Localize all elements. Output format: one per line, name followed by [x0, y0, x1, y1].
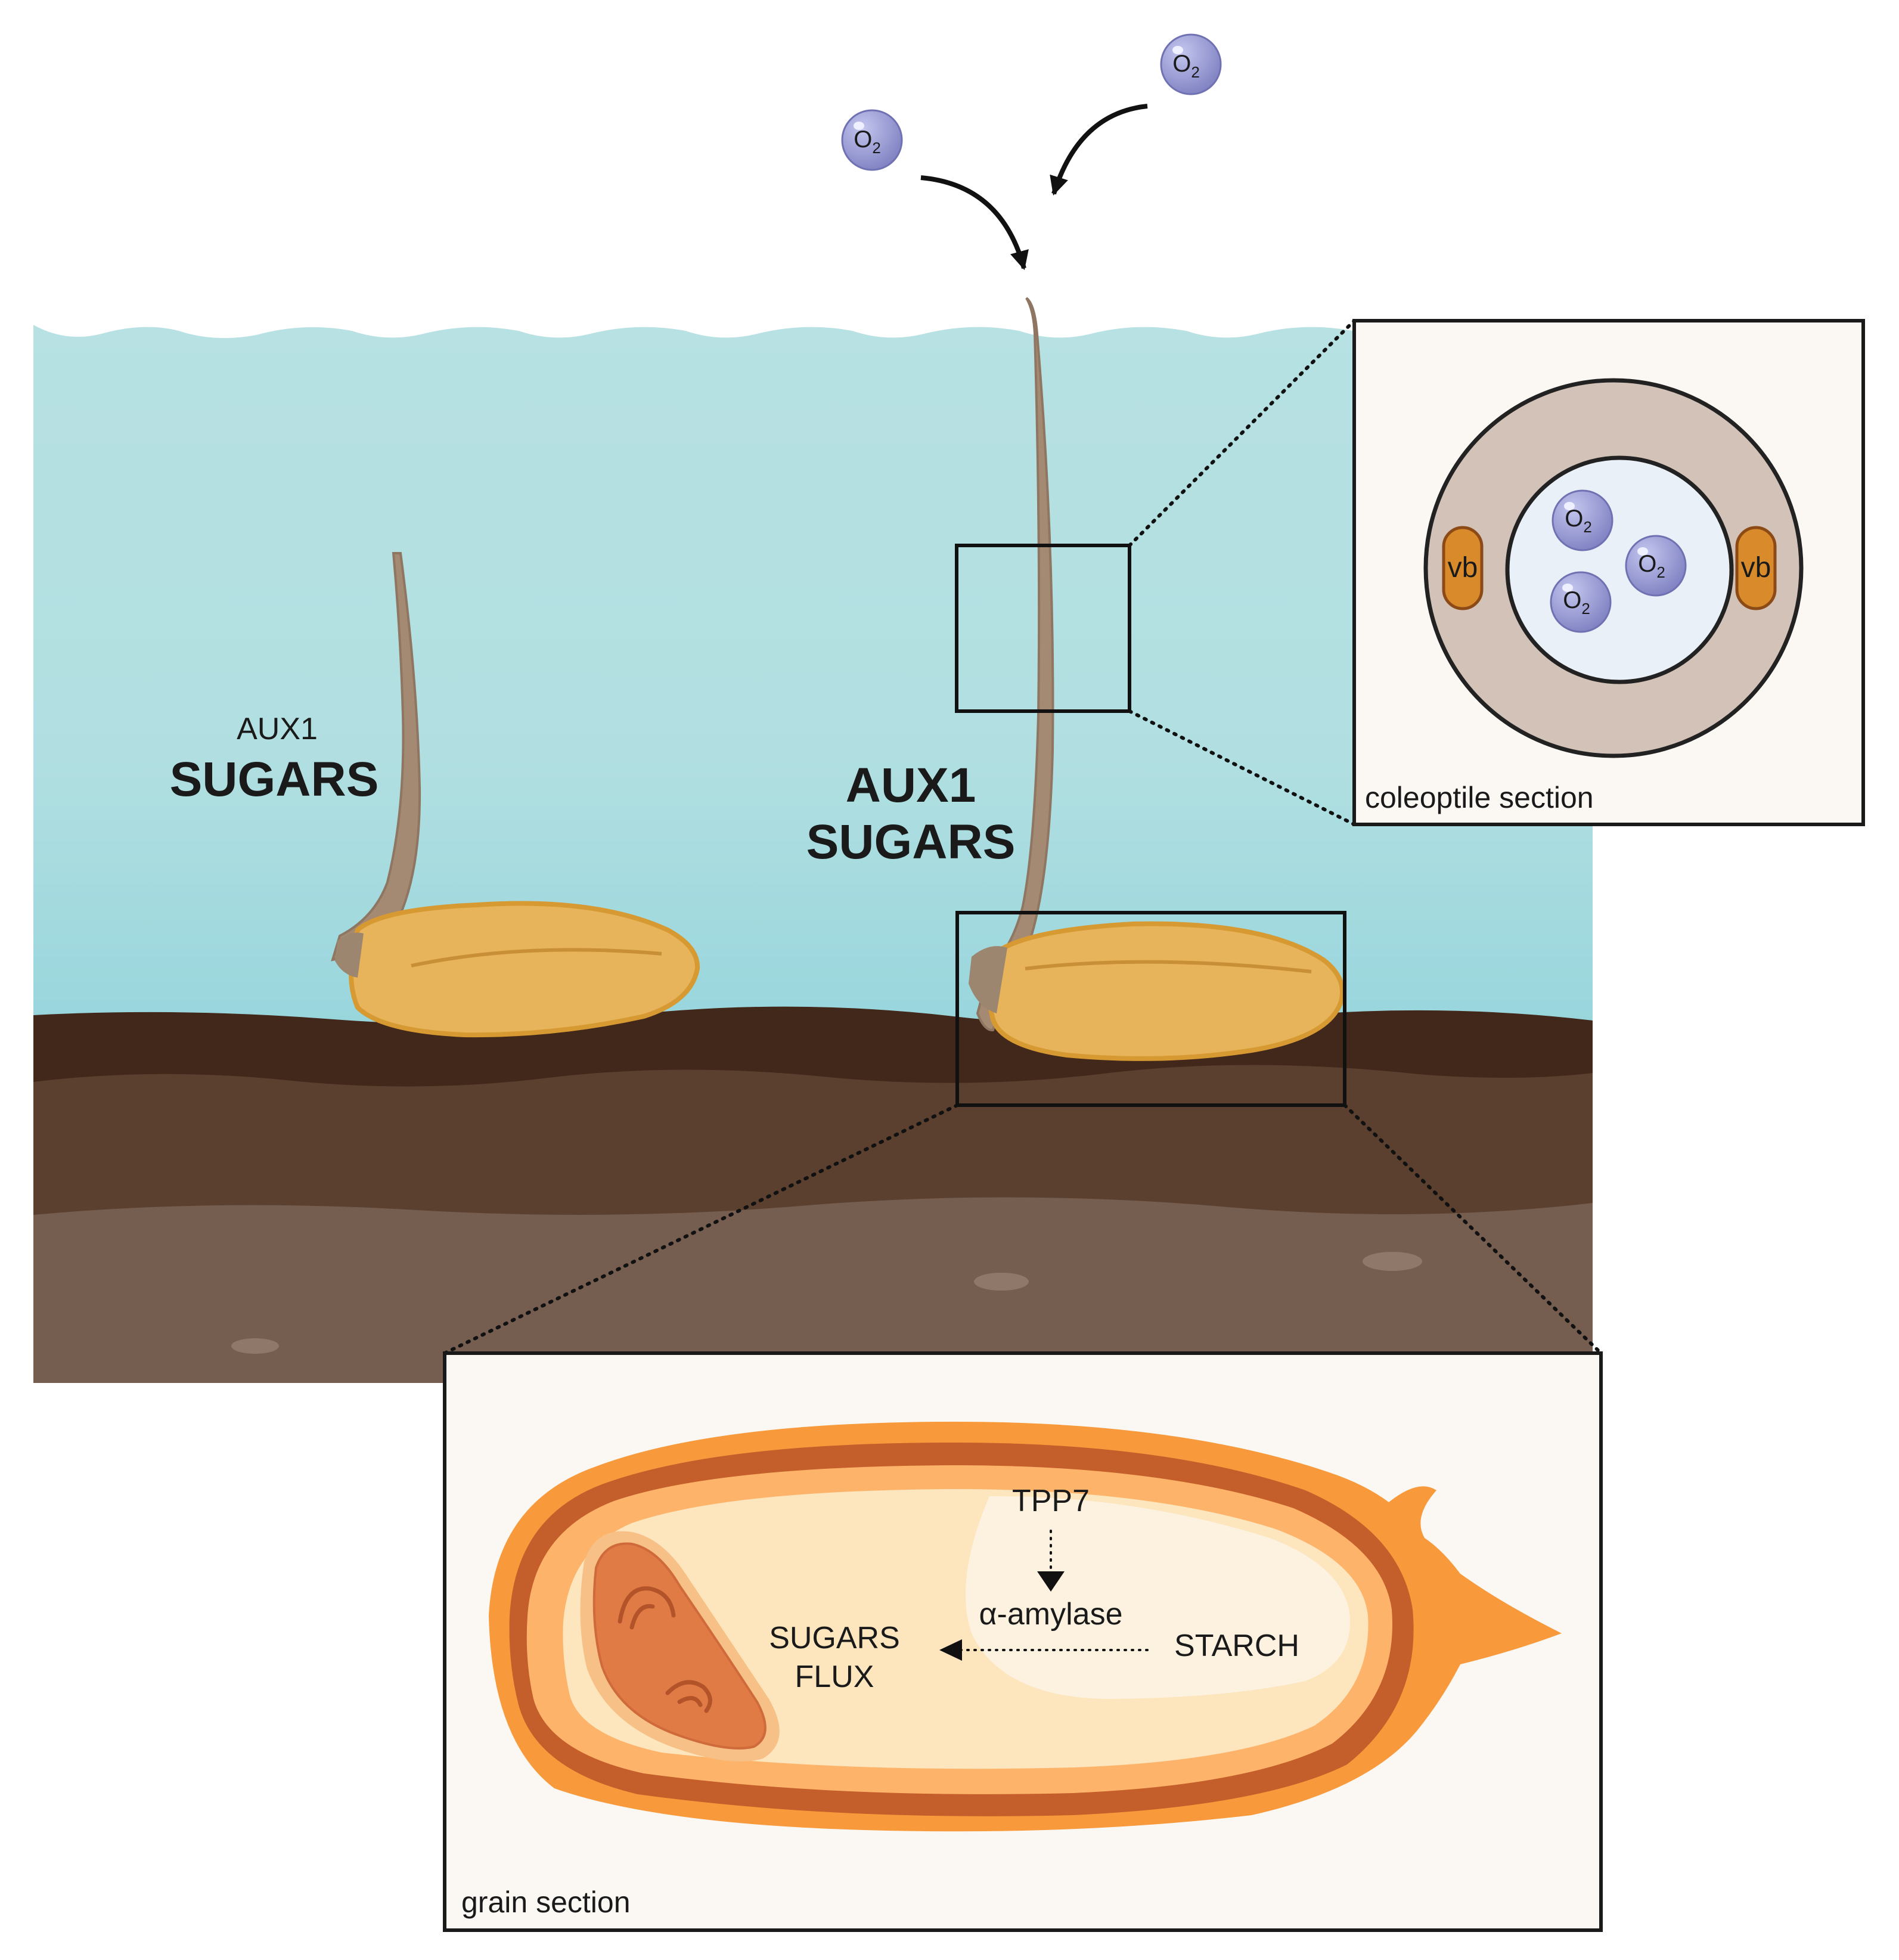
water-body	[33, 325, 1593, 1049]
tpp7-label: TPP7	[1012, 1484, 1090, 1518]
o2-arrow	[920, 175, 1029, 271]
left-seed	[349, 901, 700, 1038]
starch-region	[966, 1496, 1351, 1699]
flux-label: FLUX	[795, 1660, 874, 1694]
svg-text:O2: O2	[1172, 51, 1200, 81]
right-seedling: AUX1 SUGARS	[806, 297, 1345, 1061]
svg-text:O2: O2	[1638, 551, 1665, 581]
grain-section-caption: grain section	[461, 1885, 631, 1919]
o2-molecule: O2	[841, 109, 903, 171]
amylase-label: α-amylase	[979, 1597, 1122, 1632]
embryo	[592, 1542, 767, 1750]
svg-text:vb: vb	[1741, 552, 1771, 584]
pebble	[1363, 1252, 1422, 1271]
coleoptile-zoom-box	[955, 544, 1131, 713]
left-aux1-label: AUX1	[237, 712, 318, 746]
sugars-label: SUGARS	[769, 1621, 900, 1655]
grain-section-inset: TPP7 α-amylase STARCH SUGARS FLUX grain …	[443, 1351, 1603, 1932]
coleoptile-section-caption: coleoptile section	[1365, 781, 1594, 814]
arrowhead	[1037, 1571, 1065, 1592]
coleoptile-section-inset: vb vb O2 O2 O2 coleoptile section	[1352, 319, 1865, 826]
right-seed	[986, 921, 1345, 1061]
oxygen-above-water: O2 O2	[841, 33, 1222, 271]
o2-molecule: O2	[1160, 33, 1222, 95]
left-sugars-label: SUGARS	[170, 752, 379, 807]
svg-text:O2: O2	[854, 126, 881, 157]
pebble	[974, 1273, 1029, 1291]
grain-zoom-box	[955, 911, 1346, 1107]
starch-label: STARCH	[1174, 1629, 1299, 1663]
left-coleoptile	[331, 552, 421, 962]
vascular-bundle-left: vb	[1442, 526, 1484, 610]
o2-molecule: O2	[1552, 489, 1613, 551]
pebble	[231, 1338, 279, 1354]
o2-molecule: O2	[1550, 571, 1612, 633]
arrowhead	[939, 1639, 962, 1661]
coleoptile-lumen	[1505, 455, 1734, 684]
zoom-connectors	[443, 319, 1603, 1355]
o2-molecule: O2	[1625, 535, 1687, 597]
vascular-bundle-right: vb	[1735, 526, 1777, 610]
left-seedling: AUX1 SUGARS	[170, 552, 700, 1038]
svg-text:O2: O2	[1565, 505, 1592, 536]
right-coleoptile	[976, 297, 1054, 1032]
right-aux1-label: AUX1	[846, 758, 976, 812]
o2-arrow	[1050, 104, 1148, 196]
soil	[33, 1006, 1593, 1383]
svg-text:vb: vb	[1448, 552, 1478, 584]
right-sugars-label: SUGARS	[806, 815, 1016, 869]
svg-text:O2: O2	[1563, 587, 1590, 618]
embryo-plumule	[618, 1586, 712, 1713]
